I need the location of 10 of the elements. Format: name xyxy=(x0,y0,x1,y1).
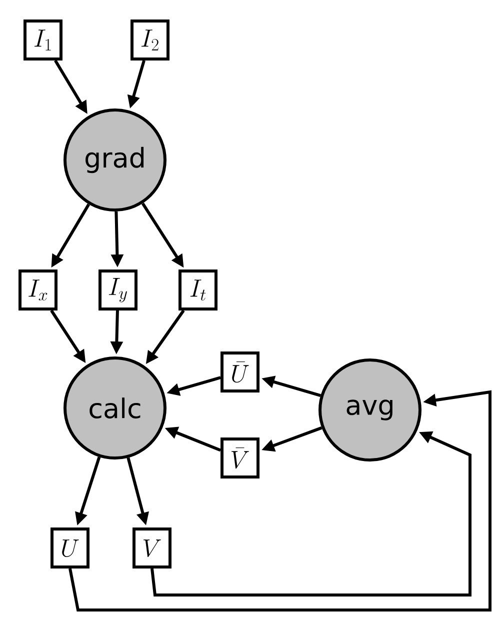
variable-box: $I_1$ xyxy=(24,20,62,60)
variable-box: $\bar{V}$ xyxy=(220,438,260,478)
arrow xyxy=(68,390,492,612)
variable-box: $\bar{U}$ xyxy=(220,352,260,392)
variable-box: $U$ xyxy=(50,528,90,568)
variable-box: $I_t$ xyxy=(178,270,218,310)
variable-box: $I_2$ xyxy=(130,20,170,60)
variable-box: $I_x$ xyxy=(18,270,58,310)
variable-box: $I_y$ xyxy=(98,270,138,310)
variable-box: $V$ xyxy=(132,528,172,568)
